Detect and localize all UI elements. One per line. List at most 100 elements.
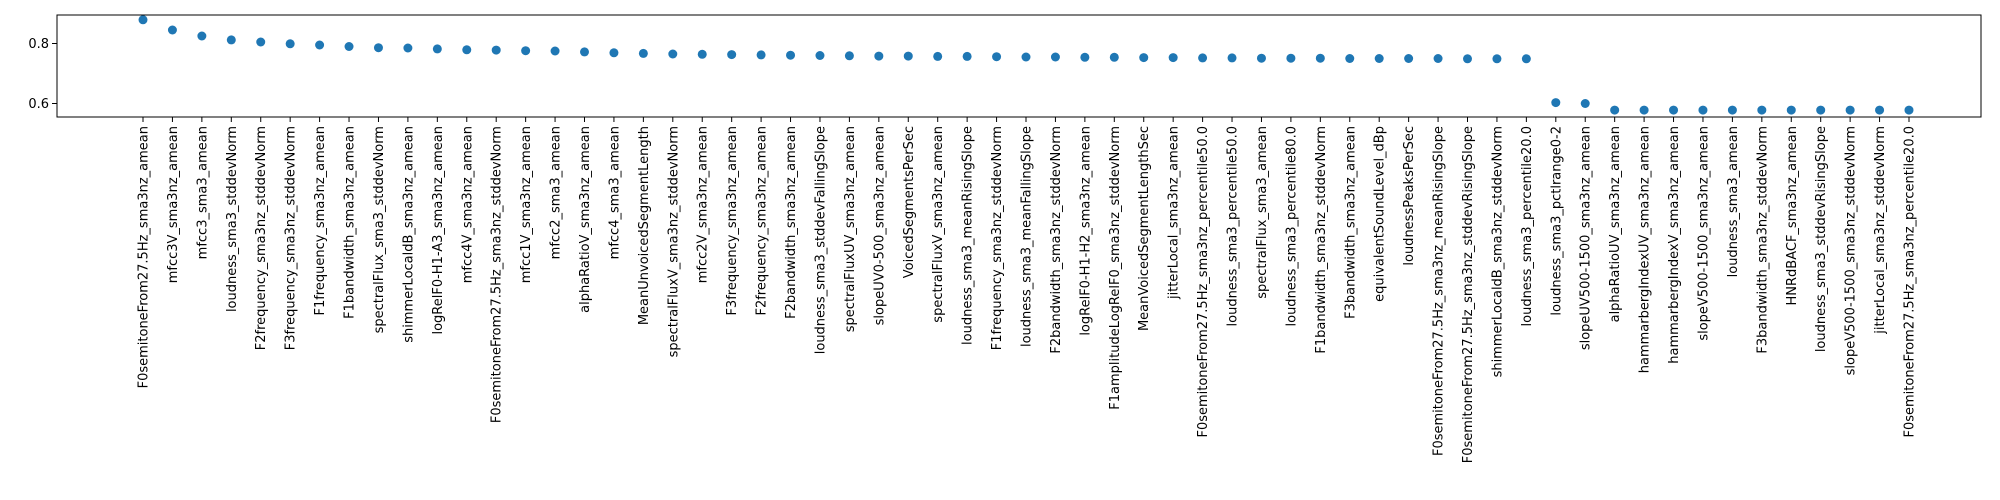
y-tick-label: 0.6 xyxy=(28,97,49,112)
data-point xyxy=(1050,52,1060,62)
x-tick-label: shimmerLocaldB_sma3nz_amean xyxy=(401,126,416,343)
data-point xyxy=(1610,105,1620,115)
x-tick-label: VoicedSegmentsPerSec xyxy=(902,126,917,278)
data-point xyxy=(550,46,560,56)
data-point xyxy=(403,43,413,53)
x-tick-label: F2bandwidth_sma3nz_stddevNorm xyxy=(1049,126,1064,354)
x-tick-label: loudness_sma3_meanRisingSlope xyxy=(961,126,976,345)
x-tick-label: mfcc4_sma3_amean xyxy=(607,126,622,259)
x-tick-label: loudness_sma3_pctlrange0-2 xyxy=(1549,126,1564,316)
x-tick-label: loudness_sma3_percentile20.0 xyxy=(1520,126,1535,326)
x-tick-label: alphaRatioUV_sma3nz_amean xyxy=(1608,126,1623,322)
data-point xyxy=(1404,54,1414,63)
x-tick-label: equivalentSoundLevel_dBp xyxy=(1373,126,1388,302)
data-point xyxy=(992,52,1002,62)
x-tick-label: spectralFluxV_sma3nz_amean xyxy=(931,126,946,323)
data-point xyxy=(1433,54,1443,63)
x-tick-label: slopeUV500-1500_sma3nz_amean xyxy=(1579,126,1594,350)
x-tick-label: hammarbergIndexUV_sma3nz_amean xyxy=(1638,126,1653,373)
x-tick-label: F1frequency_sma3nz_amean xyxy=(313,126,328,316)
x-tick-label: HNRdBACF_sma3nz_amean xyxy=(1785,126,1800,306)
data-point xyxy=(285,39,295,49)
data-point xyxy=(521,46,531,56)
data-point xyxy=(1227,53,1237,63)
x-tick-label: alphaRatioV_sma3nz_amean xyxy=(578,126,593,313)
x-tick-label: F2bandwidth_sma3nz_amean xyxy=(784,126,799,319)
data-point xyxy=(256,37,266,47)
x-tick-label: slopeUV0-500_sma3nz_amean xyxy=(872,126,887,325)
data-point xyxy=(1845,105,1855,115)
data-point xyxy=(1875,105,1885,115)
data-point xyxy=(727,50,737,60)
x-tick-label: F3frequency_sma3nz_stddevNorm xyxy=(284,126,299,350)
x-tick-label: logRelF0-H1-A3_sma3nz_amean xyxy=(431,126,446,335)
data-point xyxy=(1492,54,1502,64)
x-tick-label: mfcc2V_sma3nz_amean xyxy=(696,126,711,283)
data-point xyxy=(1198,53,1208,63)
x-tick-label: loudnessPeaksPerSec xyxy=(1402,126,1417,266)
data-points xyxy=(138,15,1914,115)
data-point xyxy=(1080,52,1090,62)
data-point xyxy=(697,49,707,59)
x-tick-label: F0semitoneFrom27.5Hz_sma3nz_amean xyxy=(137,126,152,388)
data-point xyxy=(315,40,325,50)
data-point xyxy=(373,43,383,53)
data-point xyxy=(1904,105,1914,115)
x-tick-label: MeanVoicedSegmentLengthSec xyxy=(1137,126,1152,331)
plot-frame xyxy=(56,14,1982,118)
data-point xyxy=(1639,105,1649,115)
x-tick-label: spectralFlux_sma3_stddevNorm xyxy=(372,126,387,333)
x-tick-label: F2frequency_sma3nz_amean xyxy=(755,126,770,316)
x-tick-label: slopeV500-1500_sma3nz_amean xyxy=(1696,126,1711,341)
data-point xyxy=(815,51,825,60)
x-tick-label: loudness_sma3_meanFallingSlope xyxy=(1020,126,1035,347)
data-point xyxy=(1463,54,1472,64)
data-point xyxy=(197,31,207,41)
data-point xyxy=(844,51,854,61)
data-point xyxy=(462,45,472,55)
x-axis: F0semitoneFrom27.5Hz_sma3nz_amean mfcc3V_… xyxy=(137,117,1918,463)
x-tick-label: mfcc3_sma3_amean xyxy=(195,126,210,259)
x-tick-label: spectralFluxUV_sma3nz_amean xyxy=(843,126,858,332)
data-point xyxy=(609,48,619,58)
data-point xyxy=(491,45,501,55)
x-tick-label: mfcc3V_sma3nz_amean xyxy=(166,126,181,283)
x-tick-label: hammarbergIndexV_sma3nz_amean xyxy=(1667,126,1682,364)
x-tick-label: MeanUnvoicedSegmentLength xyxy=(637,126,652,325)
x-tick-label: logRelF0-H1-H2_sma3nz_amean xyxy=(1078,126,1093,336)
x-tick-label: loudness_sma3_stddevNorm xyxy=(225,126,240,312)
data-point xyxy=(432,44,442,54)
x-tick-label: loudness_sma3_amean xyxy=(1726,126,1741,277)
data-point xyxy=(1256,53,1266,63)
x-tick-label: F1bandwidth_sma3nz_amean xyxy=(343,126,358,319)
data-point xyxy=(874,51,884,61)
data-point xyxy=(1757,105,1767,115)
x-tick-label: slopeV500-1500_sma3nz_stddevNorm xyxy=(1844,126,1859,375)
data-point xyxy=(1551,98,1561,108)
data-point xyxy=(1109,52,1119,62)
x-tick-label: loudness_sma3_percentile50.0 xyxy=(1226,126,1241,326)
data-point xyxy=(638,48,648,58)
data-point xyxy=(1580,99,1590,108)
data-point xyxy=(933,51,943,61)
data-point xyxy=(756,50,766,60)
x-tick-label: F0semitoneFrom27.5Hz_sma3nz_stddevRising… xyxy=(1461,126,1476,463)
data-point xyxy=(1345,54,1355,63)
x-tick-label: jitterLocal_sma3nz_stddevNorm xyxy=(1873,126,1888,335)
data-point xyxy=(1786,105,1796,115)
x-tick-label: F1frequency_sma3nz_stddevNorm xyxy=(990,126,1005,350)
data-point xyxy=(167,25,177,35)
x-tick-label: F1amplitudeLogRelF0_sma3nz_stddevNorm xyxy=(1108,126,1123,410)
x-tick-label: loudness_sma3_stddevFallingSlope xyxy=(813,126,828,354)
data-point xyxy=(1286,53,1296,63)
data-point xyxy=(1168,53,1178,63)
data-point xyxy=(903,51,913,61)
x-tick-label: F1bandwidth_sma3nz_stddevNorm xyxy=(1314,126,1329,354)
x-tick-label: F3bandwidth_sma3nz_amean xyxy=(1343,126,1358,319)
x-tick-label: F0semitoneFrom27.5Hz_sma3nz_percentile20… xyxy=(1903,126,1918,438)
data-point xyxy=(1521,54,1531,64)
x-tick-label: mfcc2_sma3_amean xyxy=(549,126,564,259)
data-point xyxy=(668,49,678,59)
x-tick-label: spectralFluxV_sma3nz_stddevNorm xyxy=(666,126,681,357)
y-axis: 0.60.8 xyxy=(28,37,57,112)
